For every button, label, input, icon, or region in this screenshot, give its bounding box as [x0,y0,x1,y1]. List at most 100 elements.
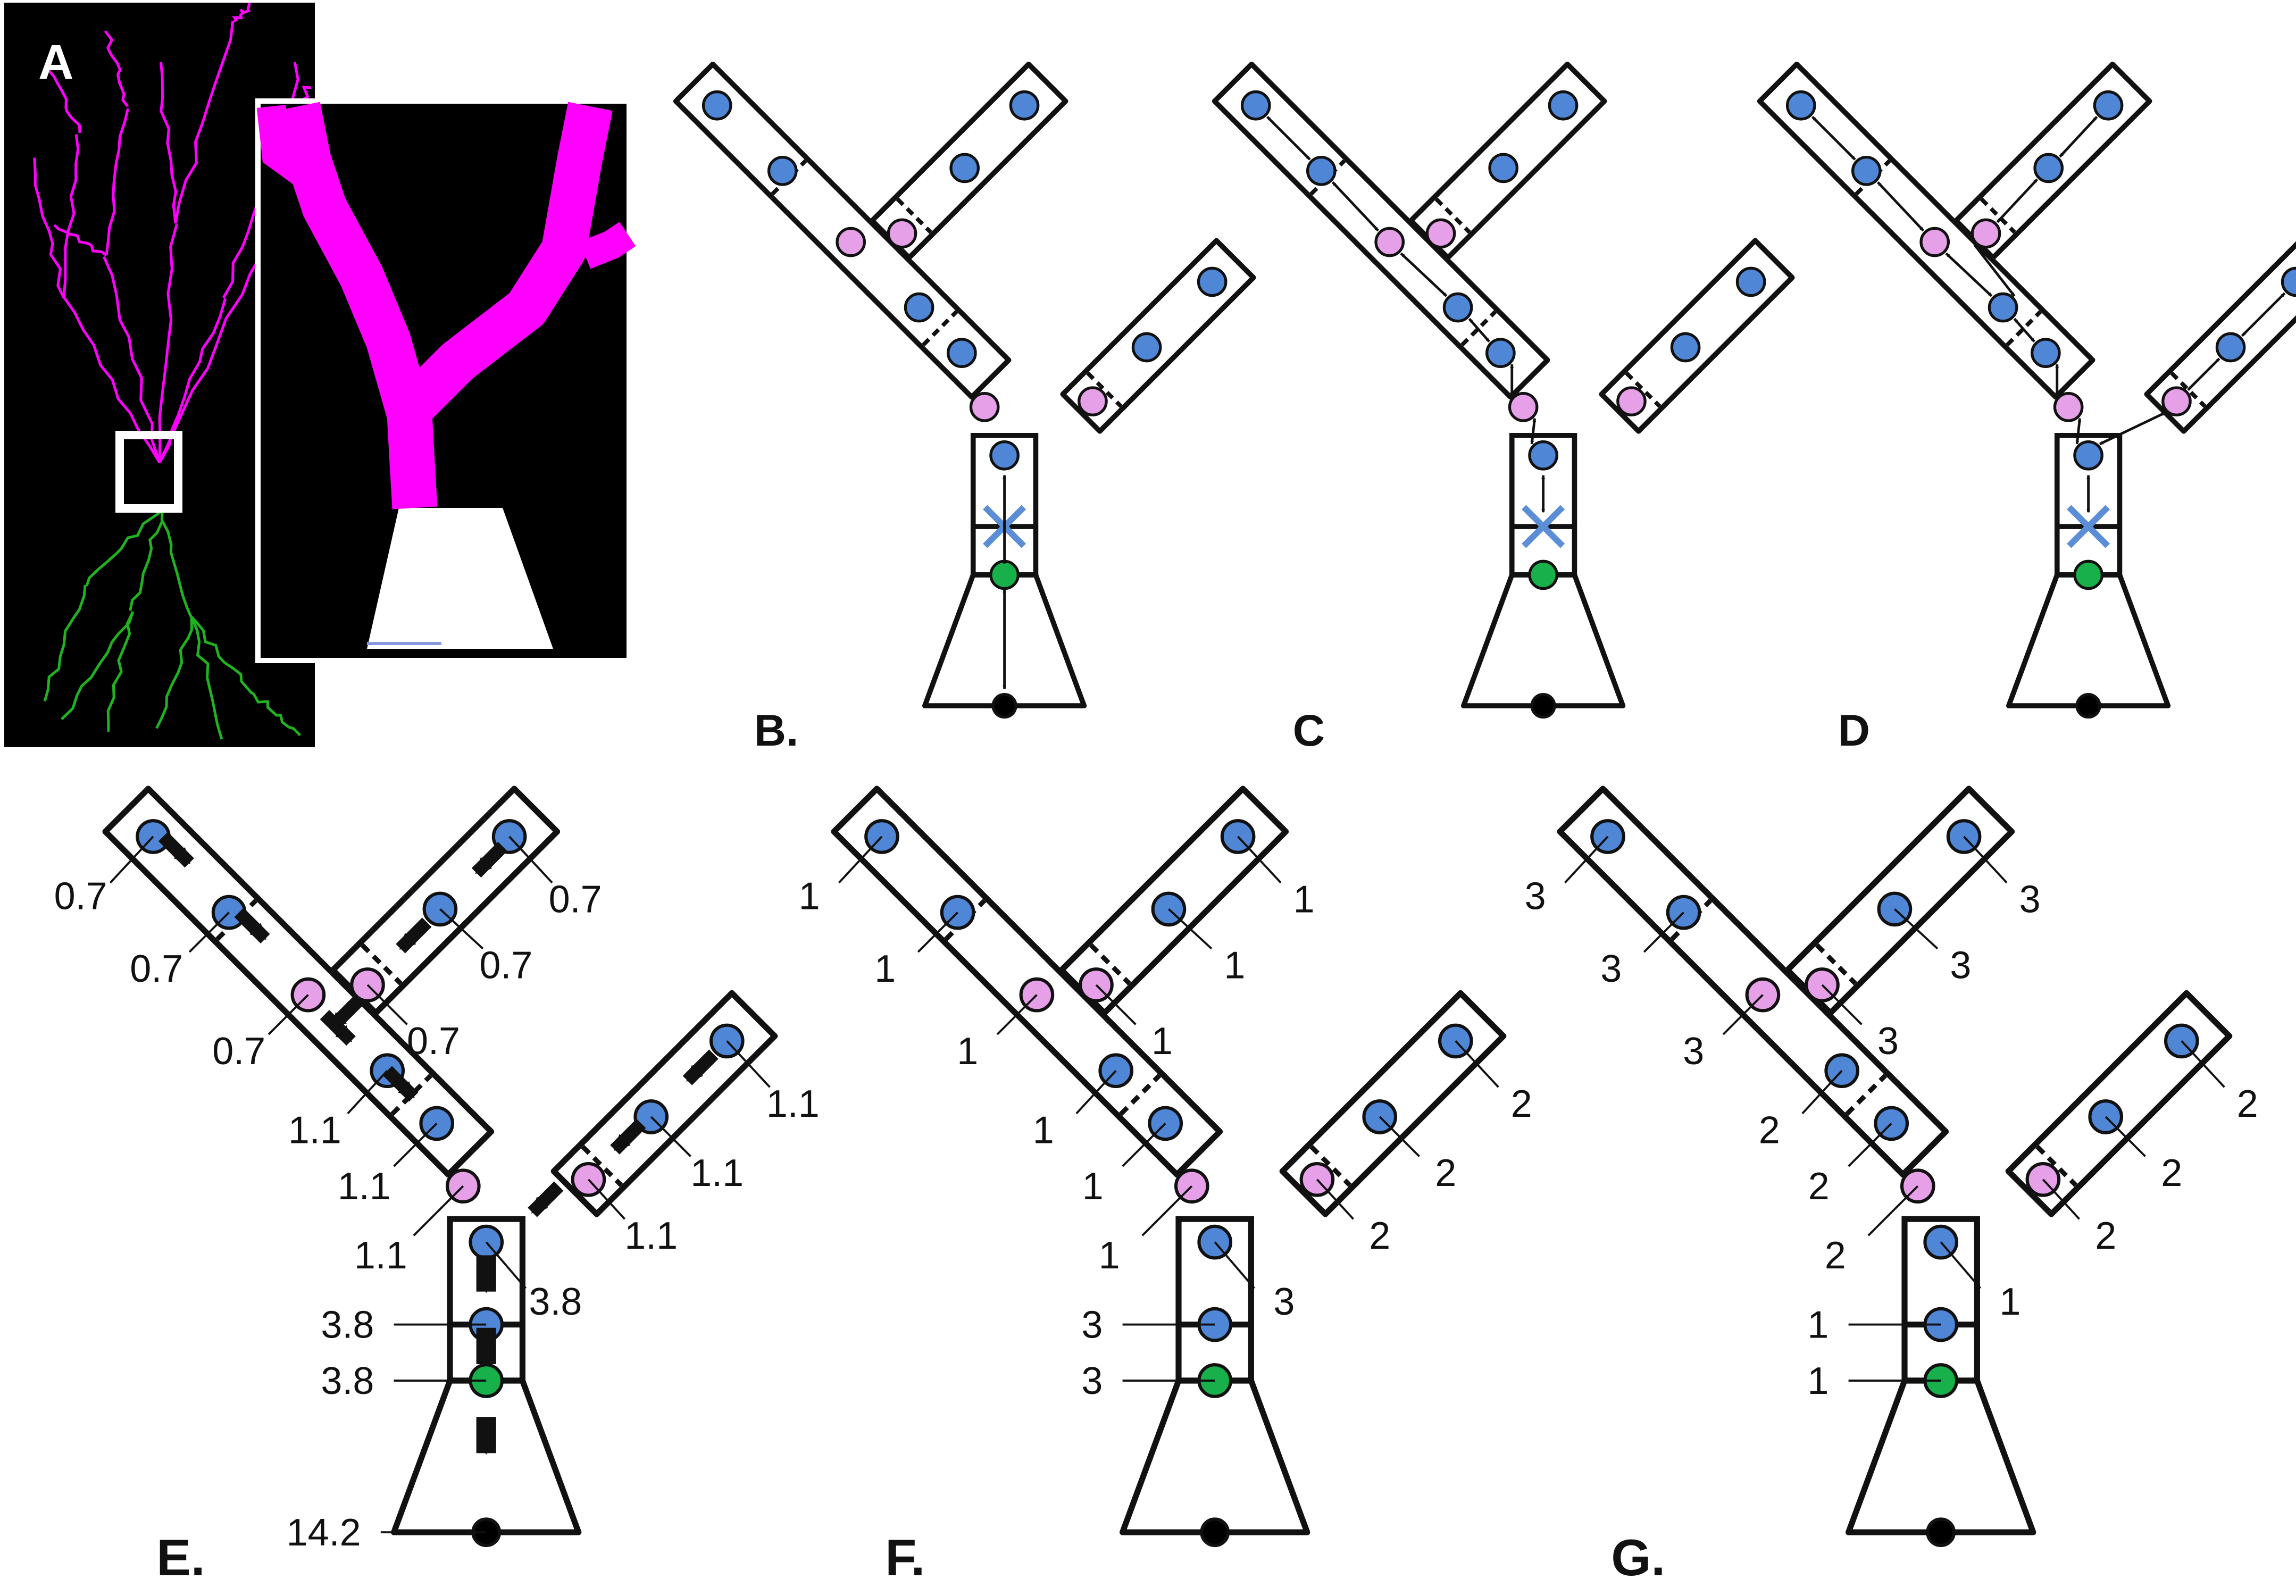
node-black-s [1200,1517,1230,1548]
leader-c1 [726,1040,771,1088]
basal-dendrite-9 [190,616,223,740]
node-blue-n01 [2031,338,2061,369]
value-label-b2: 1 [1224,945,1245,987]
leader-d2 [393,1123,438,1167]
apical-dendrite-6 [62,134,80,298]
value-label-c2: 2 [1435,1152,1456,1194]
node-blue-n01 [1485,338,1516,369]
node-blue-n1 [1528,440,1558,471]
basal-dendrite-7 [43,584,87,702]
value-label-s: 14.2 [287,1511,361,1554]
basal-dendrite-8 [249,690,302,737]
node-blue-a1 [1240,90,1271,121]
tube-c-dashed-junction-0 [1625,371,1662,408]
leader-a1 [838,835,883,884]
apical-dendrite-7 [105,108,130,256]
tube-b-dashed-junction-0 [1815,943,1857,985]
tube-c-dashed-junction-0 [1086,371,1123,408]
leader-c3 [1316,1179,1355,1220]
basal-dendrite-0 [129,510,164,611]
value-label-d2: 1.1 [338,1165,391,1208]
value-label-b3: 0.7 [407,1020,460,1063]
leader-b3 [1095,984,1137,1025]
trunk-branch-right [398,102,613,421]
leader-d2 [1122,1123,1166,1167]
node-green-g [1528,559,1558,590]
node-blue-b2 [2033,153,2064,183]
leader-b2 [439,908,484,950]
double-arrow-main-2 [1400,252,1448,297]
node-green-g [2073,559,2103,590]
apical-dendrite-15 [47,62,81,133]
flow-arrow-a-1 [234,907,270,943]
apical-dendrite-8 [53,224,107,257]
leader-a3 [268,994,309,1035]
node-blue-n0 [1442,292,1473,323]
zoom-inset-branch [256,102,636,649]
value-label-c3: 2 [2095,1215,2116,1257]
flow-arrow-b-0 [471,841,507,878]
tube-b-dashed-junction-0 [360,943,403,985]
tube-a-dashed-junction-1 [2006,310,2042,347]
double-arrow-main-0 [1266,115,1311,161]
node-pink-a3 [1374,227,1405,257]
value-label-g: 3 [1081,1360,1103,1402]
basal-dendrite-4 [155,616,194,729]
tube-a-dashed-junction-1 [1460,310,1497,347]
node-pink-cj [969,392,1000,422]
leader-d3 [1141,1185,1193,1236]
value-label-b3: 3 [1877,1020,1899,1063]
leader-n1 [1214,1241,1256,1289]
leader-a2 [1643,912,1684,953]
tube-a-dashed-junction-0 [215,899,258,941]
leader-a2 [188,912,230,953]
panel-E: 0.70.70.70.70.70.71.11.11.11.11.11.13.83… [54,786,820,1586]
cross-mark-b [1522,505,1565,548]
value-label-n1: 1 [1999,1281,2021,1323]
value-label-d2: 2 [1808,1165,1830,1208]
node-blue-b1 [1009,90,1040,121]
node-blue-a2 [767,155,798,186]
node-green-g [989,559,1020,590]
tube-b-dashed-junction-0 [1980,197,2016,234]
value-label-d3: 1 [1099,1234,1120,1277]
double-arrow-main-5 [2075,418,2082,445]
tube-a-dashed-junction-1 [1119,1074,1162,1116]
leader-b1 [1237,835,1282,884]
panel-label-F: F. [885,1529,925,1586]
flow-arrow-a-3 [382,1066,419,1102]
node-blue-n01 [947,338,977,369]
value-label-a1: 1 [799,875,820,917]
tube-a-dashed-junction-1 [922,310,958,347]
flow-arrow-b-1 [396,917,432,954]
node-pink-c3 [1078,386,1108,416]
leader-c3 [2042,1179,2081,1220]
value-label-d1: 1.1 [288,1109,341,1152]
node-blue-b2 [949,153,980,183]
node-blue-c2 [1131,332,1162,363]
node-blue-a2 [1851,155,1882,186]
leader-c2 [2105,1116,2146,1157]
value-label-a1: 3 [1525,875,1546,917]
soma-outline [2006,572,2171,708]
double-arrow-main-1 [1876,181,1925,232]
tube-a-dashed-junction-1 [390,1074,433,1116]
double-arrow-b-1 [1996,178,2039,223]
side-branch-left [256,104,315,188]
panel-C: C [1212,61,1795,755]
basal-dendrite-3 [106,611,135,732]
value-label-d1: 1 [1033,1109,1054,1152]
node-black-s [1530,693,1556,719]
neuron-morphology [33,3,311,740]
leader-d2 [1848,1123,1892,1167]
node-blue-c1 [1197,266,1228,297]
soma-outline [391,1377,582,1535]
tube-a-dashed-junction-0 [1670,899,1713,941]
leader-b3 [366,984,408,1025]
leader-a3 [1722,994,1764,1035]
leader-d3 [1867,1185,1919,1236]
apical-dendrite-2 [158,223,178,463]
soma-outline [1846,1377,2036,1535]
value-label-n1: 3 [1273,1281,1295,1323]
leader-a3 [996,994,1038,1035]
